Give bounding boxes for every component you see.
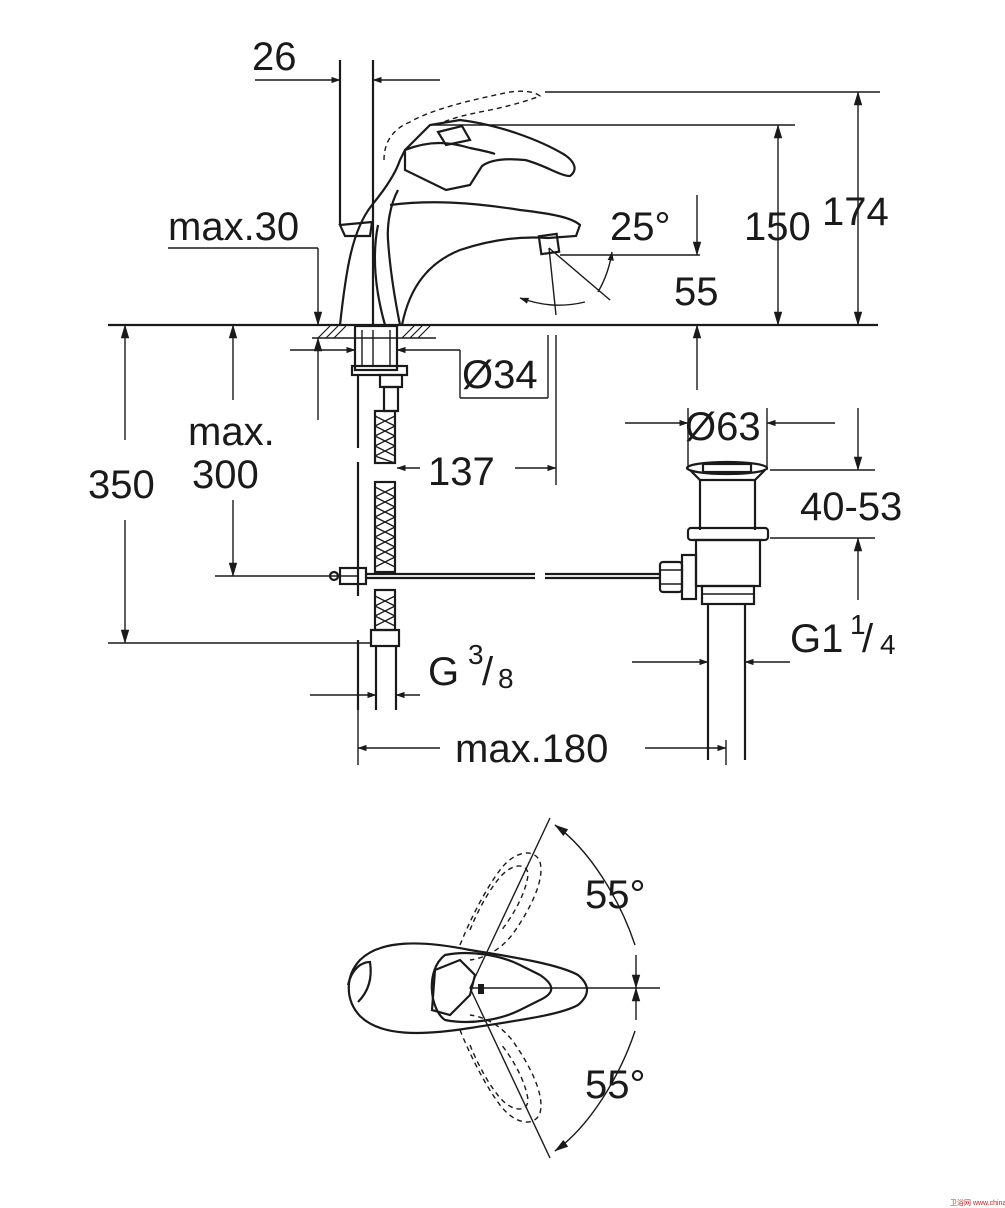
- label-rotation-lower: 55°: [585, 1063, 646, 1107]
- label-counter-thickness: max.30: [168, 205, 299, 249]
- svg-text:/: /: [482, 650, 494, 694]
- svg-text:/: /: [862, 617, 874, 661]
- label-drain-diameter: Ø63: [685, 405, 761, 449]
- drain-assembly: [658, 460, 770, 760]
- faucet-top-view: [346, 817, 660, 1159]
- label-spout-width: 26: [252, 35, 297, 79]
- svg-text:3: 3: [468, 639, 484, 670]
- svg-text:8: 8: [498, 663, 514, 694]
- dimension-lines: [108, 76, 880, 765]
- label-rotation-upper: 55°: [585, 873, 646, 917]
- label-total-height: 174: [822, 190, 889, 234]
- label-drain-offset: max.180: [455, 727, 608, 771]
- watermark: 卫浴网 www.chinabath.com: [950, 1198, 1005, 1207]
- svg-text:G1: G1: [790, 617, 843, 661]
- label-spout-reach: 137: [428, 450, 495, 494]
- label-hose-length: 350: [88, 463, 155, 507]
- svg-text:1: 1: [850, 609, 866, 640]
- svg-text:G: G: [428, 650, 459, 694]
- label-drain-range: 40-53: [800, 485, 902, 529]
- label-mount-length-line2: 300: [192, 453, 259, 497]
- label-spout-height: 55: [674, 270, 719, 314]
- label-drain-thread: G1 1 / 4: [790, 609, 896, 661]
- svg-text:4: 4: [880, 629, 896, 660]
- faucet-side-view: [108, 60, 878, 710]
- label-mount-length-line1: max.: [188, 410, 275, 454]
- label-hole-diameter: Ø34: [462, 353, 538, 397]
- label-handle-height: 150: [744, 205, 811, 249]
- label-hose-thread: G 3 / 8: [428, 639, 514, 694]
- label-spout-angle: 25°: [610, 205, 671, 249]
